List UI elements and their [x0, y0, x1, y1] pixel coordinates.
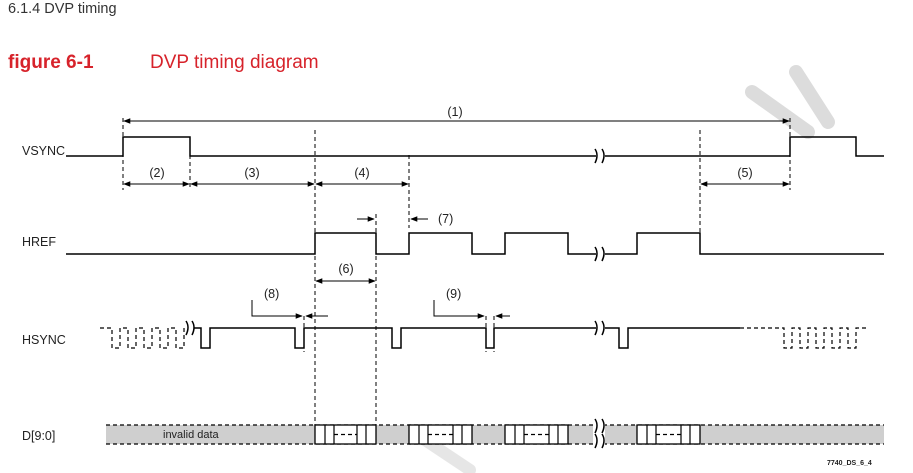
vsync-waveform	[66, 136, 884, 157]
data-block-1	[314, 424, 377, 445]
invalid-data-label: invalid data	[163, 429, 220, 441]
signal-label-data: D[9:0]	[22, 429, 55, 443]
signal-label-href: HREF	[22, 235, 56, 249]
section-heading: 6.1.4 DVP timing	[8, 1, 117, 17]
interval-label-9: (9)	[446, 287, 461, 301]
data-block-3	[504, 424, 569, 445]
hsync-post-dashed	[740, 327, 866, 349]
hsync-break-mid	[594, 320, 605, 336]
data-bus	[106, 418, 884, 449]
interval-label-7: (7)	[438, 212, 453, 226]
figure-title: DVP timing diagram	[150, 52, 319, 73]
vsync-break-mark	[594, 148, 605, 164]
hsync-waveform	[194, 327, 740, 349]
figure-code: 7740_DS_6_4	[827, 460, 872, 467]
interval-label-2: (2)	[149, 166, 164, 180]
interval-label-6: (6)	[338, 262, 353, 276]
signal-label-hsync: HSYNC	[22, 333, 66, 347]
reference-guides	[122, 118, 791, 444]
figure-label: figure 6-1	[8, 52, 94, 73]
signal-label-vsync: VSYNC	[22, 144, 65, 158]
hsync-pre-dashed	[100, 327, 185, 349]
data-block-4	[636, 424, 701, 445]
interval-arrows	[123, 118, 790, 319]
interval-label-8: (8)	[264, 287, 279, 301]
interval-label-1: (1)	[447, 105, 462, 119]
watermark	[404, 65, 835, 473]
data-block-2	[408, 424, 473, 445]
interval-label-4: (4)	[354, 166, 369, 180]
href-break-mark	[594, 246, 605, 262]
interval-label-5: (5)	[737, 166, 752, 180]
hsync-break-left	[185, 320, 195, 336]
interval-label-3: (3)	[244, 166, 259, 180]
href-waveform	[66, 232, 884, 255]
